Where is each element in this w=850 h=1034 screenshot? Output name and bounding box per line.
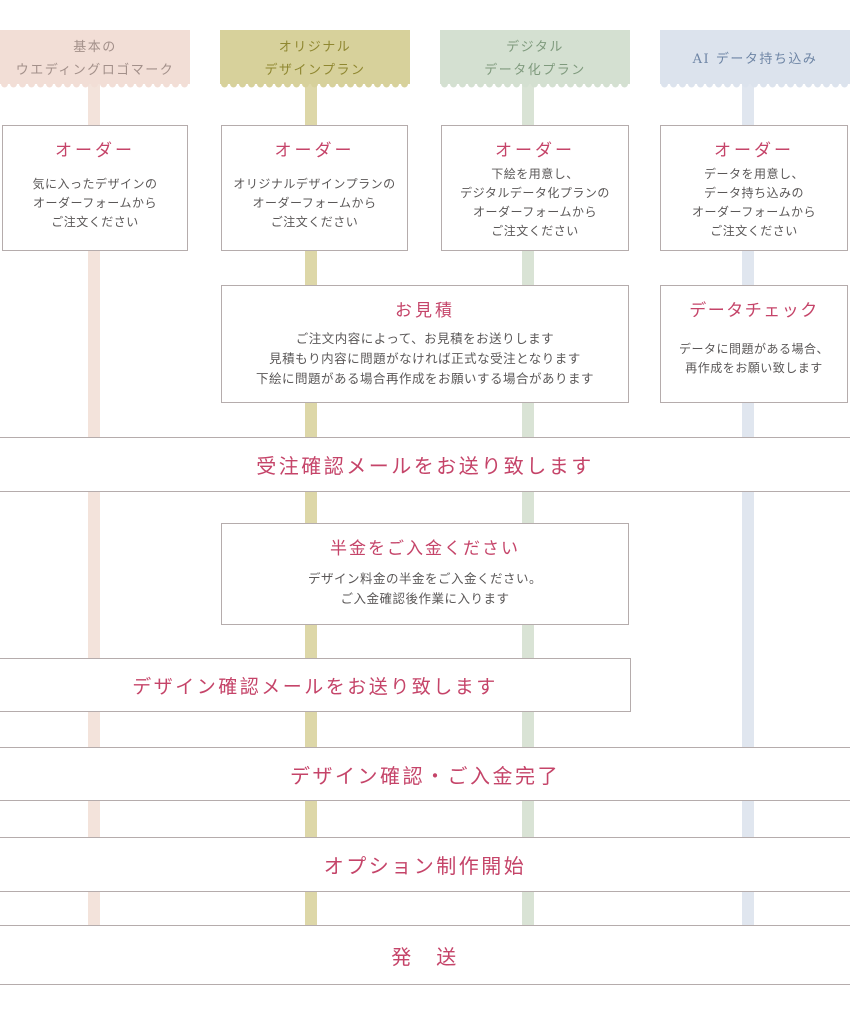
- body-line: データ持ち込みの: [703, 186, 804, 200]
- header-line: AI データ持ち込み: [692, 51, 818, 67]
- body-line: データを用意し、: [703, 167, 804, 181]
- flow-line-basic: [88, 84, 100, 955]
- data-check-title: データチェック: [689, 301, 819, 321]
- order-box-digital: オーダー 下絵を用意し、 デジタルデータ化プランの オーダーフォームから ご注文…: [441, 125, 629, 251]
- header-line: デジタル: [506, 40, 564, 55]
- header-line: 基本の: [73, 40, 117, 55]
- column-header-digital: デジタル データ化プラン: [440, 30, 630, 91]
- column-header-basic: 基本の ウエディングロゴマーク: [0, 30, 190, 91]
- body-line: オーダーフォームから: [473, 205, 597, 219]
- order-box-title: オーダー: [274, 141, 355, 161]
- order-box-ai: オーダー データを用意し、 データ持ち込みの オーダーフォームから ご注文くださ…: [660, 125, 848, 251]
- half-payment-title: 半金をご入金ください: [330, 539, 520, 559]
- body-line: 下絵を用意し、: [491, 167, 579, 181]
- column-header-label: オリジナル デザインプラン: [220, 30, 410, 84]
- body-line: オーダーフォームから: [33, 195, 157, 210]
- half-payment-body: デザイン料金の半金をご入金ください。 ご入金確認後作業に入ります: [222, 560, 628, 624]
- body-line: オーダーフォームから: [252, 195, 377, 210]
- header-line: データ化プラン: [484, 63, 586, 78]
- scallop-edge: [220, 84, 410, 91]
- body-line: ご注文ください: [710, 224, 798, 238]
- column-header-label: 基本の ウエディングロゴマーク: [0, 30, 190, 84]
- order-box-body: 下絵を用意し、 デジタルデータ化プランの オーダーフォームから ご注文ください: [442, 162, 628, 250]
- estimate-box: お見積 ご注文内容によって、お見積をお送りします 見積もり内容に問題がなければ正…: [221, 285, 629, 403]
- half-payment-box: 半金をご入金ください デザイン料金の半金をご入金ください。 ご入金確認後作業に入…: [221, 523, 629, 625]
- order-box-basic: オーダー 気に入ったデザインの オーダーフォームから ご注文ください: [2, 125, 188, 251]
- column-header-label: AI データ持ち込み: [660, 30, 850, 84]
- estimate-title: お見積: [395, 301, 455, 321]
- body-line: ご注文ください: [270, 214, 359, 229]
- body-line: データに問題がある場合、: [678, 342, 829, 356]
- scallop-edge: [0, 84, 190, 91]
- body-line: オーダーフォームから: [692, 205, 816, 219]
- column-header-label: デジタル データ化プラン: [440, 30, 630, 84]
- scallop-edge: [660, 84, 850, 91]
- banner-design-confirmed-payment-done: デザイン確認・ご入金完了: [0, 747, 850, 801]
- column-header-ai: AI データ持ち込み: [660, 30, 850, 91]
- body-line: オリジナルデザインプランの: [233, 176, 396, 191]
- body-line: ご注文ください: [51, 214, 139, 229]
- banner-shipping: 発 送: [0, 925, 850, 985]
- body-line: 気に入ったデザインの: [32, 176, 158, 191]
- order-box-title: オーダー: [495, 141, 575, 161]
- order-box-title: オーダー: [714, 141, 794, 161]
- data-check-body: データに問題がある場合、 再作成をお願い致します: [661, 322, 847, 402]
- header-line: デザインプラン: [264, 63, 366, 78]
- data-check-box: データチェック データに問題がある場合、 再作成をお願い致します: [660, 285, 848, 403]
- body-line: 下絵に問題がある場合再作成をお願いする場合があります: [255, 371, 594, 386]
- banner-design-confirmation-mail: デザイン確認メールをお送り致します: [0, 658, 631, 712]
- body-line: 見積もり内容に問題がなければ正式な受注となります: [269, 351, 581, 366]
- column-header-original: オリジナル デザインプラン: [220, 30, 410, 91]
- header-line: オリジナル: [278, 40, 352, 55]
- body-line: デザイン料金の半金をご入金ください。: [307, 571, 542, 586]
- banner-order-confirmation: 受注確認メールをお送り致します: [0, 437, 850, 492]
- body-line: 再作成をお願い致します: [685, 361, 823, 375]
- banner-option-production-start: オプション制作開始: [0, 837, 850, 892]
- body-line: ご入金確認後作業に入ります: [340, 591, 510, 606]
- body-line: ご注文ください: [491, 224, 579, 238]
- header-line: ウエディングロゴマーク: [15, 63, 175, 78]
- order-box-body: データを用意し、 データ持ち込みの オーダーフォームから ご注文ください: [661, 162, 847, 250]
- order-box-body: オリジナルデザインプランの オーダーフォームから ご注文ください: [222, 162, 407, 250]
- estimate-body: ご注文内容によって、お見積をお送りします 見積もり内容に問題がなければ正式な受注…: [222, 322, 628, 402]
- scallop-edge: [440, 84, 630, 91]
- order-box-original: オーダー オリジナルデザインプランの オーダーフォームから ご注文ください: [221, 125, 408, 251]
- body-line: ご注文内容によって、お見積をお送りします: [295, 331, 555, 346]
- order-box-body: 気に入ったデザインの オーダーフォームから ご注文ください: [3, 162, 187, 250]
- body-line: デジタルデータ化プランの: [460, 186, 610, 200]
- order-box-title: オーダー: [55, 141, 135, 161]
